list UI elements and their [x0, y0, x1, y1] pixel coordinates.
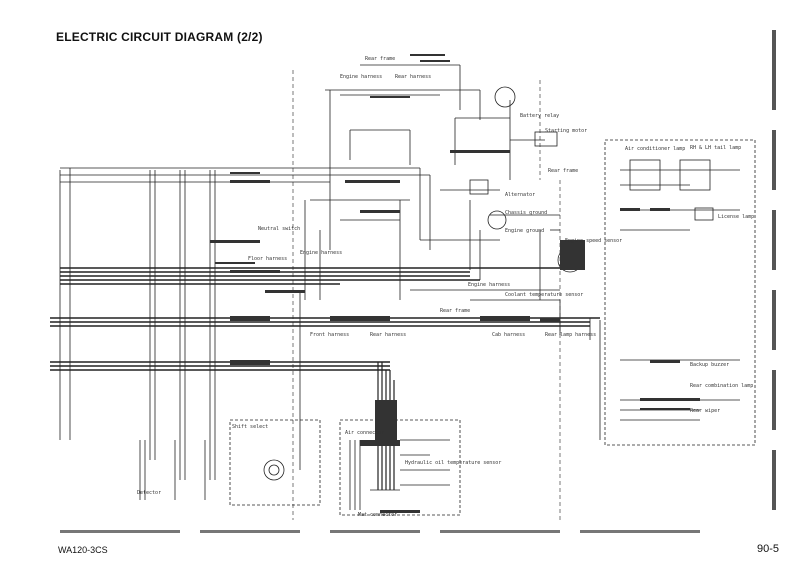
shift-select-symbol [263, 459, 285, 481]
label-rear-harness-top: Rear harness [395, 74, 432, 80]
license-lamp-symbol [694, 207, 714, 221]
label-rear-frame-lower: Rear frame [440, 308, 471, 314]
label-hydraulic-oil-temp: Hydraulic oil temperature sensor [405, 460, 502, 466]
label-engine-harness-lower: Engine harness [468, 282, 511, 288]
label-detector: Detector [137, 490, 162, 496]
label-rear-lamp-harness: Rear lamp harness [545, 332, 597, 338]
label-chassis-ground: Chassis ground [505, 210, 548, 216]
page-number: 90-5 [757, 543, 780, 555]
label-engine-ground: Engine ground [505, 228, 545, 234]
model-code: WA120-3CS [58, 545, 108, 555]
harness-bundle-lower [50, 361, 390, 371]
label-air-cond-lamp: Air conditioner lamp [625, 146, 686, 152]
label-mat-connector: Mat connector [358, 512, 398, 518]
label-rear-harness-lower: Rear harness [370, 332, 407, 338]
label-rear-wiper: Rear wiper [690, 408, 721, 414]
label-engine-harness-mid: Engine harness [300, 250, 343, 256]
label-coolant-temp-sensor: Coolant temperature sensor [505, 292, 584, 298]
battery-relay-symbol [494, 86, 516, 108]
label-engine-speed-sensor: Engine speed sensor [565, 238, 623, 244]
label-shift-select: Shift select [232, 424, 269, 430]
label-rear-frame-top: Rear frame [365, 56, 396, 62]
label-starting-motor: Starting motor [545, 128, 588, 134]
label-neutral-switch: Neutral switch [258, 226, 301, 232]
label-rh-lh-tail-lamp: RH & LH tail lamp [690, 145, 742, 151]
label-license-lamp: License lamp [718, 214, 755, 220]
label-backup-buzzer: Backup buzzer [690, 362, 730, 368]
label-engine-harness-top: Engine harness [340, 74, 383, 80]
label-rear-combination-lamp: Rear combination lamp [690, 383, 754, 389]
starting-motor-symbol [534, 131, 558, 147]
label-cab-harness: Cab harness [492, 332, 526, 338]
alternator-symbol [487, 210, 507, 230]
label-floor-harness: Floor harness [248, 256, 288, 262]
label-alternator: Alternator [505, 192, 536, 198]
label-battery-relay: Battery relay [520, 113, 560, 119]
page-title: ELECTRIC CIRCUIT DIAGRAM (2/2) [56, 30, 263, 44]
label-air-connector: Air connector [345, 430, 385, 436]
label-rear-frame-mid: Rear frame [548, 168, 579, 174]
rear-combination-lamp-symbol [679, 159, 711, 191]
label-front-harness: Front harness [310, 332, 350, 338]
